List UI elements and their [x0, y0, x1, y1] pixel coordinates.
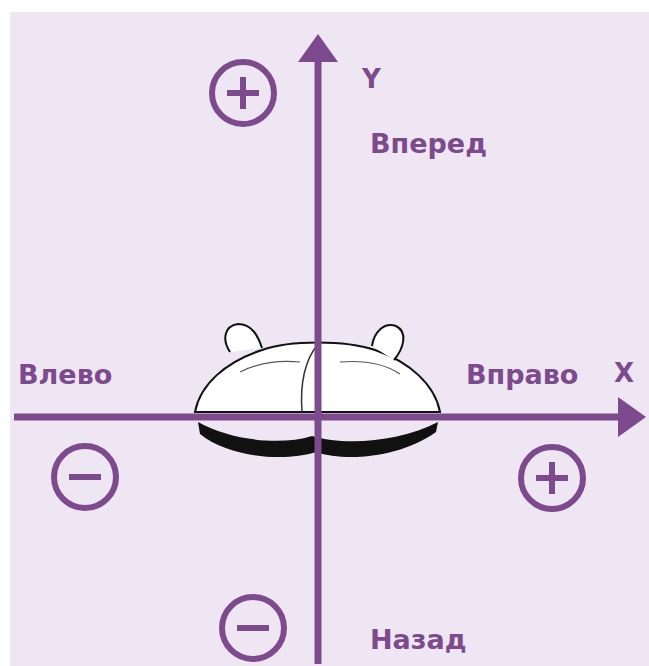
background-panel: [10, 12, 649, 666]
axis-name: X: [614, 360, 634, 386]
direction-label: Вперед: [370, 130, 487, 157]
axes: [14, 34, 646, 664]
direction-label: Вправо: [466, 361, 578, 388]
sign-symbols: [54, 62, 583, 659]
direction-label: Влево: [18, 361, 112, 388]
axis-name: Y: [362, 66, 381, 92]
direction-label: Назад: [370, 626, 467, 653]
